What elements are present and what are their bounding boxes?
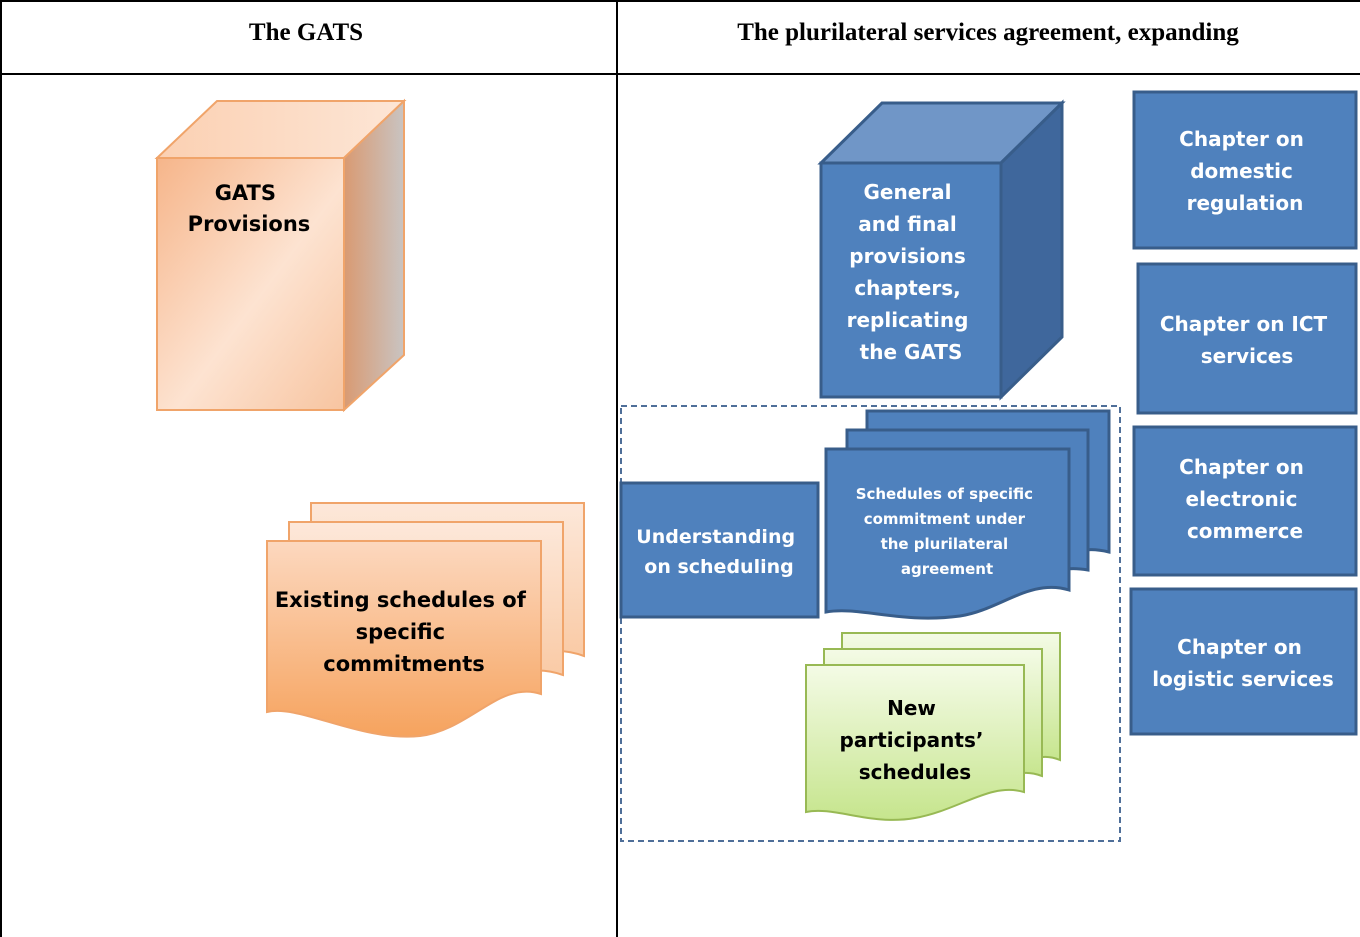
plurilateral-schedules-doc: Schedules of specific commitment under t…: [824, 409, 1111, 620]
chapter-ict-services: Chapter on ICT services: [1136, 262, 1358, 415]
chapter-electronic-commerce-label: Chapter on electronic commerce: [1179, 455, 1311, 543]
chapter-domestic-regulation-label: Chapter on domestic regulation: [1179, 127, 1311, 215]
general-provisions-label: General and final provisions chapters, r…: [847, 180, 976, 364]
existing-schedules-doc: Existing schedules of specific commitmen…: [266, 502, 585, 738]
chapter-logistic-services: Chapter on logistic services: [1129, 587, 1358, 736]
header-plurilateral: The plurilateral services agreement, exp…: [737, 19, 1239, 46]
general-provisions-box: General and final provisions chapters, r…: [817, 99, 1066, 401]
header-gats: The GATS: [249, 19, 363, 46]
gats-provisions-label: GATS Provisions: [188, 181, 311, 236]
chapter-electronic-commerce: Chapter on electronic commerce: [1132, 425, 1358, 577]
chapter-ict-services-label: Chapter on ICT services: [1160, 312, 1334, 368]
plurilateral-schedules-label: Schedules of specific commitment under t…: [856, 485, 1039, 578]
understanding-box: Understanding on scheduling: [619, 481, 820, 619]
new-participants-doc: New participants’ schedules: [805, 632, 1061, 821]
understanding-label: Understanding on scheduling: [636, 526, 801, 578]
chapter-logistic-services-label: Chapter on logistic services: [1152, 635, 1333, 691]
gats-provisions-box: GATS Provisions: [154, 98, 407, 413]
existing-schedules-label: Existing schedules of specific commitmen…: [275, 588, 533, 676]
scheduling-group-frame: [620, 405, 1121, 842]
new-participants-label: New participants’ schedules: [840, 696, 991, 784]
chapter-domestic-regulation: Chapter on domestic regulation: [1132, 90, 1358, 250]
